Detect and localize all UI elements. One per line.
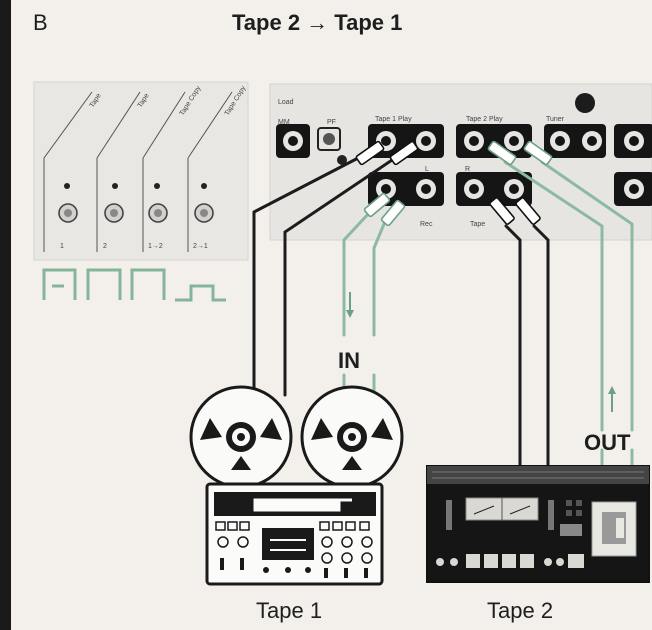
tape-label: Tape: [470, 221, 485, 228]
cassette-deck-top-trim: [427, 466, 649, 484]
reel-deck-knob[interactable]: [342, 537, 352, 547]
position-number-1: 1: [60, 243, 64, 250]
position-number-3: 1→2: [148, 243, 163, 250]
right-channel-label: R: [465, 166, 470, 173]
right-reel: [302, 387, 402, 487]
cassette-deck-knob[interactable]: [544, 558, 552, 566]
cassette-deck-slider-right[interactable]: [548, 500, 554, 530]
tape2-cassette-deck: [427, 466, 649, 582]
reel-deck-button[interactable]: [333, 522, 342, 530]
reel-deck-knob[interactable]: [322, 553, 332, 563]
out-label: OUT: [584, 430, 630, 456]
left-reel: [191, 387, 291, 487]
cable-tape2-rec-left: [506, 226, 520, 465]
reel-deck-button[interactable]: [320, 522, 329, 530]
reel-deck-button[interactable]: [346, 522, 355, 530]
tape1-device-label: Tape 1: [256, 598, 322, 624]
cable-tape2-rec-right: [534, 226, 548, 465]
pf-label: PF: [327, 119, 336, 126]
cassette-deck-knob[interactable]: [450, 558, 458, 566]
cassette-deck-button[interactable]: [502, 554, 516, 568]
indicator-dot-3: [154, 183, 160, 189]
reel-deck-knob[interactable]: [362, 537, 372, 547]
cassette-deck-button[interactable]: [484, 554, 498, 568]
cassette-deck-slider-left[interactable]: [446, 500, 452, 530]
switch-knob-2[interactable]: [105, 204, 123, 222]
load-label: Load: [278, 99, 294, 106]
tape2-device-label: Tape 2: [487, 598, 553, 624]
cassette-deck-knob[interactable]: [556, 558, 564, 566]
reel-deck-knob[interactable]: [362, 553, 372, 563]
ground-terminal: [575, 93, 595, 113]
receiver-rear-panel: Load MM PF Tape 1 Play Tape 2 Play Tuner…: [270, 84, 652, 240]
tape1-play-label: Tape 1 Play: [375, 116, 412, 123]
switch-knob-3[interactable]: [149, 204, 167, 222]
reel-deck-knob[interactable]: [342, 553, 352, 563]
reel-deck-button[interactable]: [216, 522, 225, 530]
cassette-deck-button[interactable]: [466, 554, 480, 568]
reel-deck-button[interactable]: [240, 522, 249, 530]
reel-deck-knob[interactable]: [218, 537, 228, 547]
left-channel-label: L: [425, 166, 429, 173]
in-label: IN: [338, 348, 360, 374]
indicator-dot-2: [112, 183, 118, 189]
tape2-play-label: Tape 2 Play: [466, 116, 503, 123]
cable-tape1-rec-right: [374, 224, 384, 335]
position-indicator-3: [132, 270, 164, 300]
position-number-2: 2: [103, 243, 107, 250]
indicator-dot-4: [201, 183, 207, 189]
position-indicator-4: [175, 286, 226, 300]
signal-arrows: [346, 292, 616, 412]
tape1-reel-deck: [191, 387, 402, 584]
position-indicator-2: [88, 270, 120, 300]
reel-deck-knob[interactable]: [238, 537, 248, 547]
reel-deck-meter-panel: [262, 528, 314, 560]
cassette-deck-button[interactable]: [568, 554, 584, 568]
switch-panel: Tape Tape Tape Copy Tape Copy 1 2 1→2 2→…: [34, 82, 248, 260]
reel-deck-knob[interactable]: [322, 537, 332, 547]
cassette-deck-counter: [560, 524, 582, 536]
position-number-4: 2→1: [193, 243, 208, 250]
switch-knob-1[interactable]: [59, 204, 77, 222]
switch-position-indicators: [44, 270, 226, 300]
reel-deck-button[interactable]: [360, 522, 369, 530]
rec-label: Rec: [420, 221, 433, 228]
reel-deck-button[interactable]: [228, 522, 237, 530]
cassette-deck-button[interactable]: [520, 554, 534, 568]
cassette-deck-knob[interactable]: [436, 558, 444, 566]
switch-knob-4[interactable]: [195, 204, 213, 222]
indicator-dot-1: [64, 183, 70, 189]
receiver-panel-background: [270, 84, 652, 240]
tuner-label: Tuner: [546, 116, 565, 123]
